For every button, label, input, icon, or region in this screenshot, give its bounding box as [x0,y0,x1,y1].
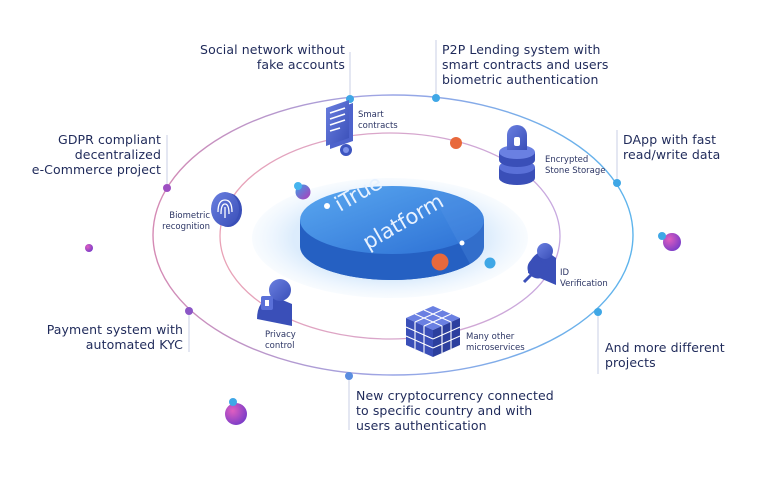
callout-social-network: Social network without fake accounts [200,42,345,72]
smart-contracts-icon [326,100,353,156]
callout-dapp: DApp with fast read/write data [623,132,721,162]
label-id-verification: ID Verification [560,268,608,289]
label-biometric-recognition: Biometric recognition [162,211,210,232]
callout-more-projects: And more different projects [605,340,725,370]
inner-orbit [219,132,561,340]
callout-p2p-lending: P2P Lending system with smart contracts … [442,42,609,87]
label-encrypted-storage: Encrypted Stone Storage [545,155,606,176]
callout-gdpr-ecommerce: GDPR compliant decentralized e-Commerce … [31,132,161,177]
leader-lines [166,40,618,430]
callout-payment-kyc: Payment system with automated KYC [46,322,183,352]
outer-orbit [152,94,634,376]
encrypted-storage-icon [499,125,535,185]
microservices-icon [405,306,461,357]
id-verification-icon [522,243,556,285]
callout-new-cryptocurrency: New cryptocurrency connected to specific… [356,388,554,433]
decorative-spheres [85,137,681,425]
orbit-dots [163,94,621,380]
label-microservices: Many other microservices [466,332,525,353]
biometric-icon [211,192,242,227]
privacy-control-icon [257,279,292,326]
label-smart-contracts: Smart contracts [358,110,398,131]
label-privacy-control: Privacy control [265,330,296,351]
